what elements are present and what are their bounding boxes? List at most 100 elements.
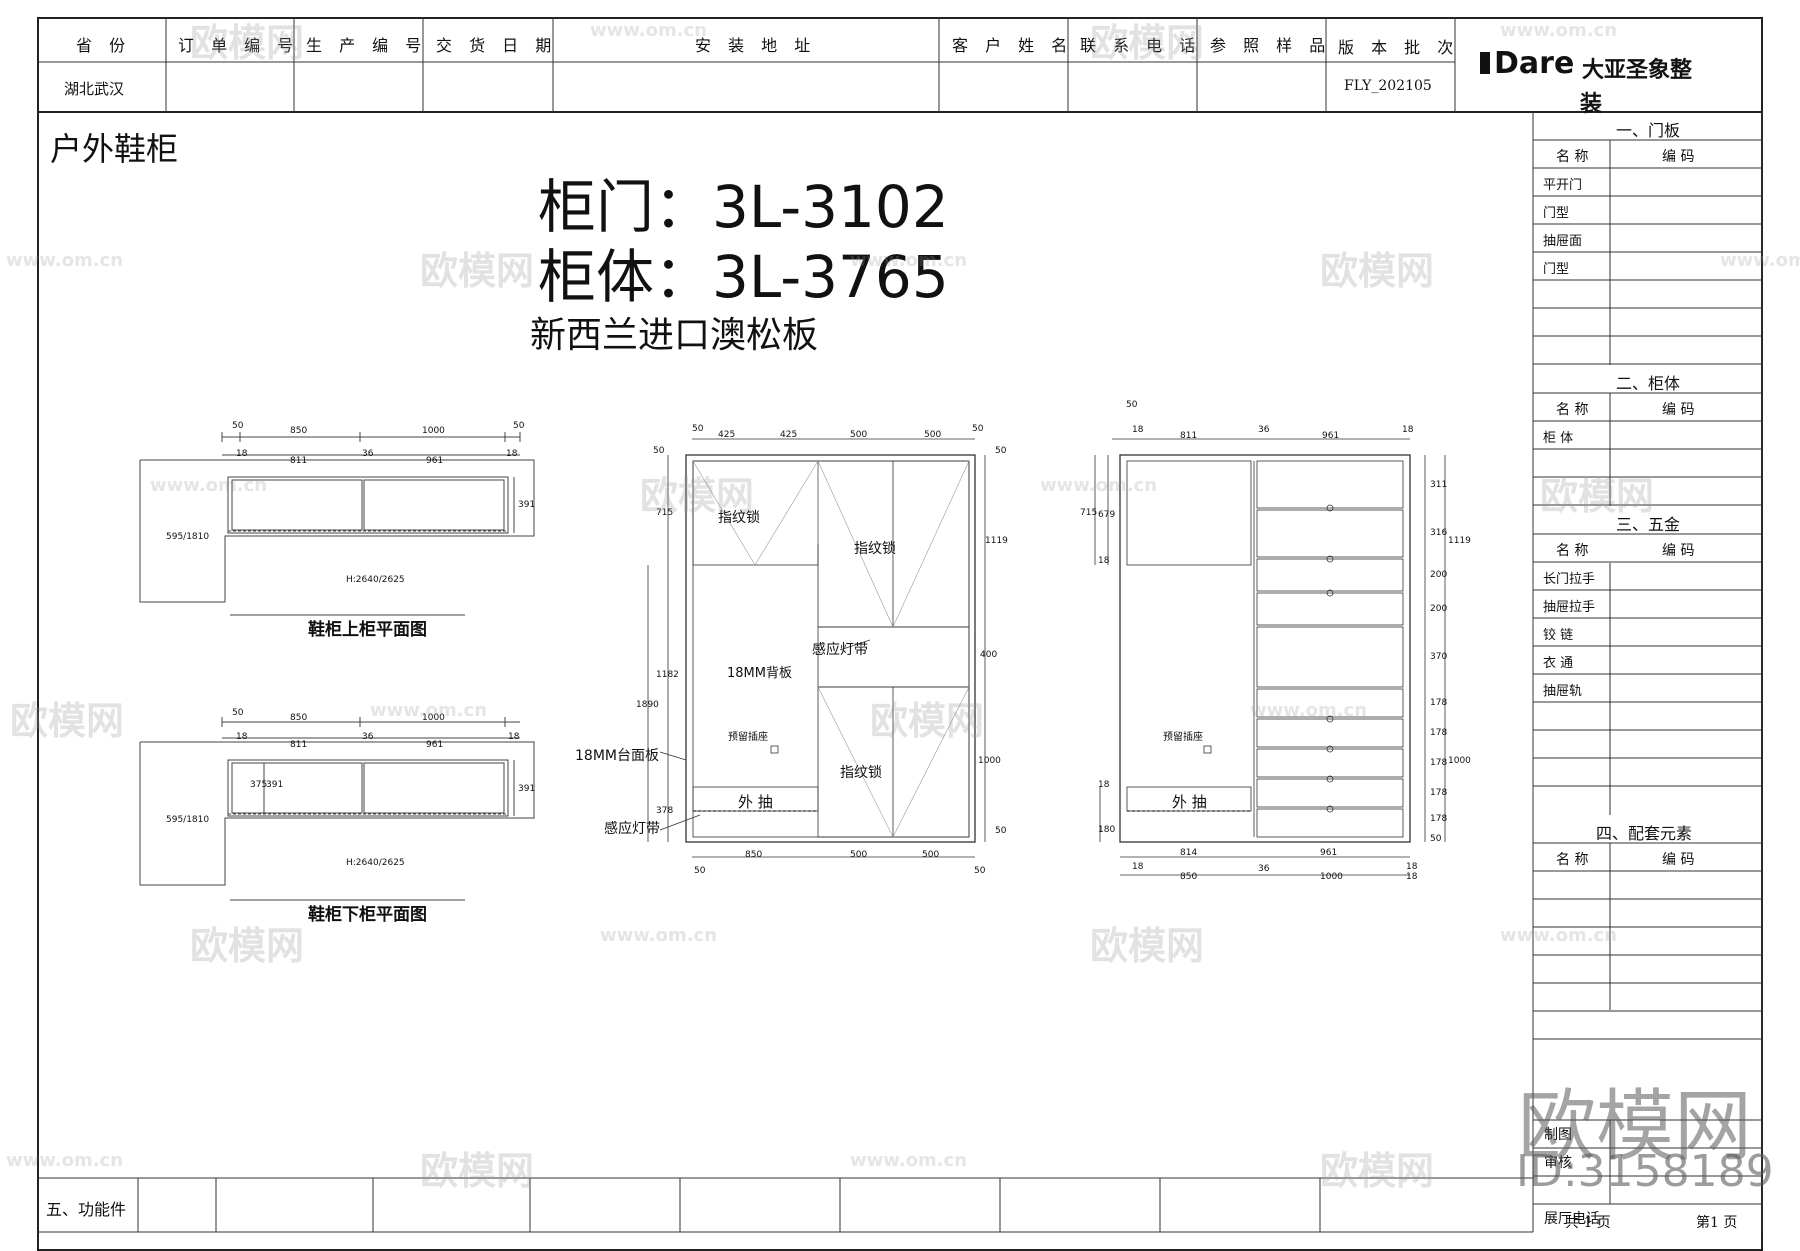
front-dim: 500	[850, 430, 868, 440]
plan-lower-dim: 850	[290, 713, 308, 723]
footer-row-showroom-phone: 展厅电话	[1544, 1211, 1600, 1227]
side-col-name: 名 称	[1556, 402, 1589, 418]
plan-lower-depth: 391	[518, 784, 536, 794]
section-dim: 50	[1126, 400, 1138, 410]
section-dim: 814	[1180, 848, 1198, 858]
plan-lower-dim: 1000	[422, 713, 445, 723]
plan-upper-side-label: 595/1810	[166, 532, 210, 542]
brand-name-line1: 大亚圣象整	[1582, 58, 1693, 83]
watermark-site: www.om.cn	[590, 20, 708, 41]
side-col-name: 名 称	[1556, 149, 1589, 165]
page-current: 第1 页	[1696, 1215, 1738, 1231]
section-dim: 311	[1430, 480, 1448, 490]
front-label-reserved-socket: 预留插座	[728, 732, 768, 743]
header-col-version: 版 本 批 次	[1338, 38, 1460, 57]
front-elevation-drawing	[647, 438, 986, 858]
side-row-label: 铰 链	[1543, 628, 1574, 643]
section-dim: 36	[1258, 425, 1270, 435]
plan-upper-depth: 391	[518, 500, 536, 510]
plan-lower-side-label: 595/1810	[166, 815, 210, 825]
section-dim: 961	[1320, 848, 1338, 858]
brand-mark	[1480, 52, 1490, 74]
header-col-customer-name: 客 户 姓 名	[952, 36, 1074, 55]
plan-lower-dim: 18	[236, 732, 248, 742]
watermark-big-brand: 欧模网	[1518, 1082, 1753, 1172]
plan-upper-dim: 18	[236, 449, 248, 459]
plan-lower-height-label: H:2640/2625	[346, 858, 405, 868]
plan-upper-dim: 50	[232, 421, 244, 431]
header-col-phone: 联 系 电 话	[1080, 36, 1202, 55]
watermark-site: www.om.cn	[1500, 925, 1618, 946]
section-dim: 18	[1098, 780, 1110, 790]
side-section-heading: 三、五金	[1616, 515, 1681, 534]
brand-logo: Dare	[1494, 46, 1575, 81]
side-col-name: 名 称	[1556, 543, 1589, 559]
watermark-brand: 欧模网	[640, 474, 755, 518]
watermark-site: www.om.cn	[1500, 20, 1618, 41]
version-value: FLY_202105	[1344, 78, 1432, 94]
side-row-label: 门型	[1543, 262, 1570, 277]
front-dim: 715	[656, 508, 674, 518]
front-dim: 850	[745, 850, 763, 860]
watermark-site: www.om.cn	[850, 1150, 968, 1171]
side-row-label: 柜 体	[1543, 431, 1574, 446]
header-col-sample: 参 照 样 品	[1210, 36, 1332, 55]
plan-lower-dim: 18	[508, 732, 520, 742]
section-dim: 18	[1406, 872, 1418, 882]
front-label-lock: 指纹锁	[840, 765, 882, 781]
side-section-heading: 一、门板	[1616, 121, 1681, 140]
front-dim: 425	[780, 430, 798, 440]
watermark-brand: 欧模网	[190, 21, 305, 65]
spec-door: 柜门：3L-3102	[538, 173, 949, 241]
section-dim: 316	[1430, 528, 1448, 538]
watermark-brand: 欧模网	[1320, 1149, 1435, 1193]
front-label-light-strip: 感应灯带	[604, 821, 660, 837]
section-dim: 178	[1430, 788, 1448, 798]
plan-lower-depth: 375	[250, 780, 268, 790]
front-dim: 425	[718, 430, 736, 440]
side-row-label: 衣 通	[1543, 656, 1574, 671]
plan-lower-depth: 391	[266, 780, 284, 790]
section-dim: 370	[1430, 652, 1448, 662]
front-dim: 50	[972, 424, 984, 434]
watermark-site: www.om.cn	[600, 925, 718, 946]
watermark-brand: 欧模网	[1320, 249, 1435, 293]
header-col-production-no: 生 产 编 号	[306, 36, 428, 55]
page-total: 共 1 页	[1565, 1215, 1611, 1231]
plan-upper-caption: 鞋柜上柜平面图	[308, 620, 427, 640]
section-dim: 850	[1180, 872, 1198, 882]
watermark-site: www.om.cn	[850, 250, 968, 271]
plan-lower-dim: 961	[426, 740, 444, 750]
plan-lower-caption: 鞋柜下柜平面图	[308, 905, 427, 925]
front-label-lock: 指纹锁	[718, 510, 760, 526]
front-dim: 1119	[985, 536, 1008, 546]
front-label-drawer: 外 抽	[738, 793, 773, 811]
province-value: 湖北武汉	[64, 80, 125, 98]
side-col-code: 编 码	[1662, 543, 1695, 559]
footer-row-reviewer: 审核	[1544, 1155, 1572, 1171]
side-col-code: 编 码	[1662, 852, 1695, 868]
plan-upper-dim: 50	[513, 421, 525, 431]
section-dim: 1000	[1448, 756, 1471, 766]
side-row-label: 抽屉拉手	[1543, 600, 1596, 615]
front-label-top-board: 18MM台面板	[575, 748, 659, 764]
plan-lower-drawing	[139, 717, 535, 901]
section-dim: 50	[1430, 834, 1442, 844]
section-dim: 18	[1132, 862, 1144, 872]
watermark-site: www.om.cn	[150, 475, 268, 496]
section-dim: 36	[1258, 864, 1270, 874]
spec-material: 新西兰进口澳松板	[530, 315, 819, 356]
section-dim: 178	[1430, 728, 1448, 738]
section-elevation-drawing	[1094, 438, 1446, 876]
watermark-brand: 欧模网	[190, 924, 305, 968]
watermark-brand: 欧模网	[1090, 924, 1205, 968]
watermark-site: www.om.cn	[1720, 250, 1800, 271]
header-col-order-no: 订 单 编 号	[178, 36, 300, 55]
spec-body: 柜体：3L-3765	[538, 243, 949, 311]
watermark-brand: 欧模网	[10, 699, 125, 743]
front-dim: 50	[974, 866, 986, 876]
front-dim: 50	[995, 446, 1007, 456]
watermark-site: www.om.cn	[6, 250, 124, 271]
front-label-back-panel: 18MM背板	[727, 666, 792, 681]
